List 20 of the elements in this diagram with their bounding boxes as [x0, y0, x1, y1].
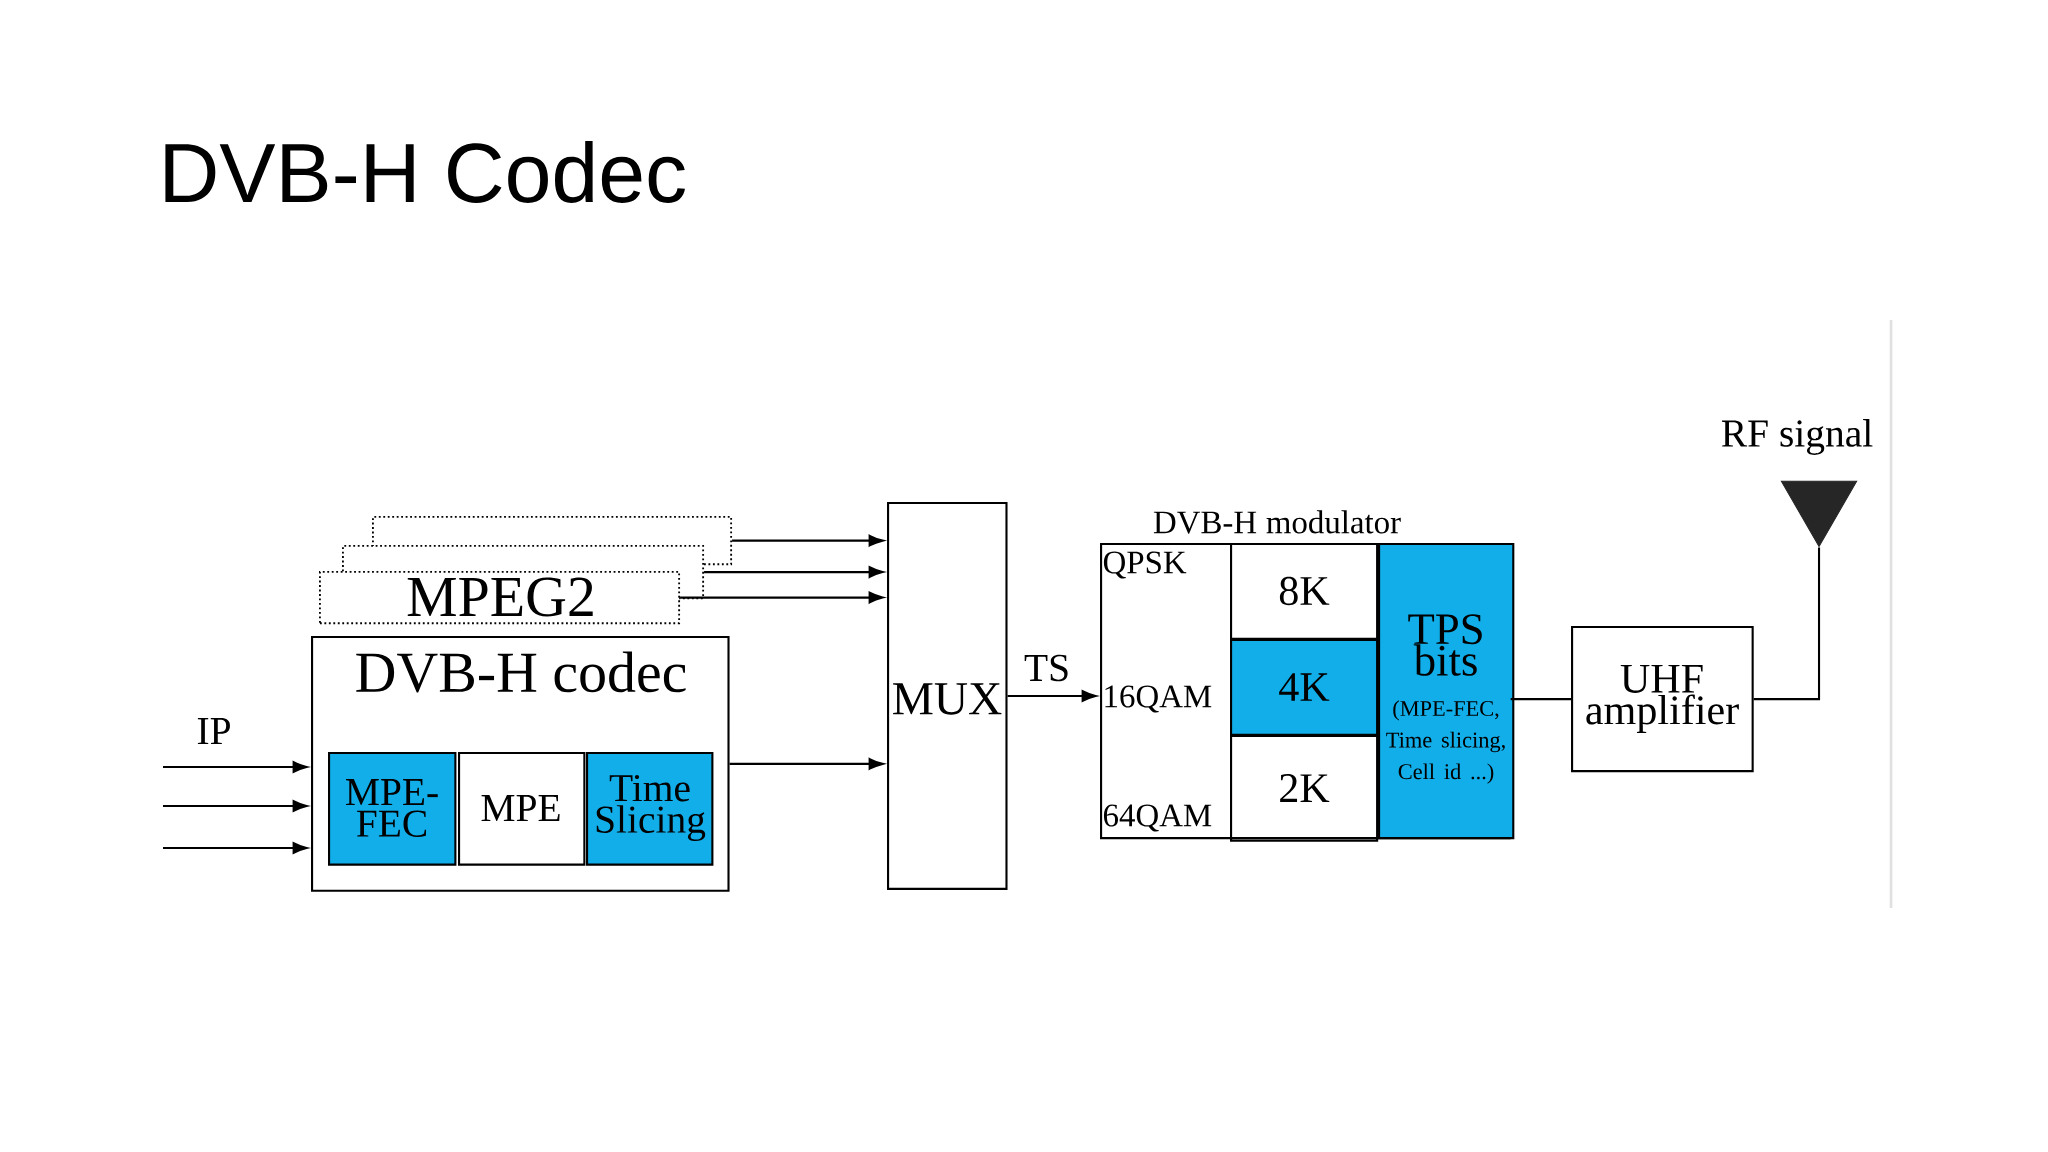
block-cell: MPE	[458, 752, 586, 866]
mux-box: MUX	[887, 502, 1008, 890]
node-label: DVB-H modulator	[1153, 510, 1401, 534]
signal-label: RF signal	[1721, 419, 1873, 455]
signal-label: IP	[197, 718, 230, 744]
mode-cell: 4K	[1230, 639, 1379, 736]
amplifier-box: UHF amplifier	[1571, 626, 1754, 773]
block-cell: Time Slicing	[586, 752, 714, 866]
edge-label: TS	[1021, 652, 1073, 684]
dotted-box: MPEG2	[319, 571, 681, 625]
mode-cell: 2K	[1230, 735, 1379, 842]
mode-cell: 8K	[1230, 543, 1379, 640]
arrow	[1007, 690, 1097, 702]
arrow	[163, 761, 308, 773]
slide-title: DVB-H Codec	[165, 141, 685, 203]
arrow	[163, 800, 308, 812]
arrow	[163, 842, 308, 854]
arrow	[729, 758, 884, 770]
block-cell: MPE- FEC	[328, 752, 457, 866]
arrow	[704, 566, 884, 578]
